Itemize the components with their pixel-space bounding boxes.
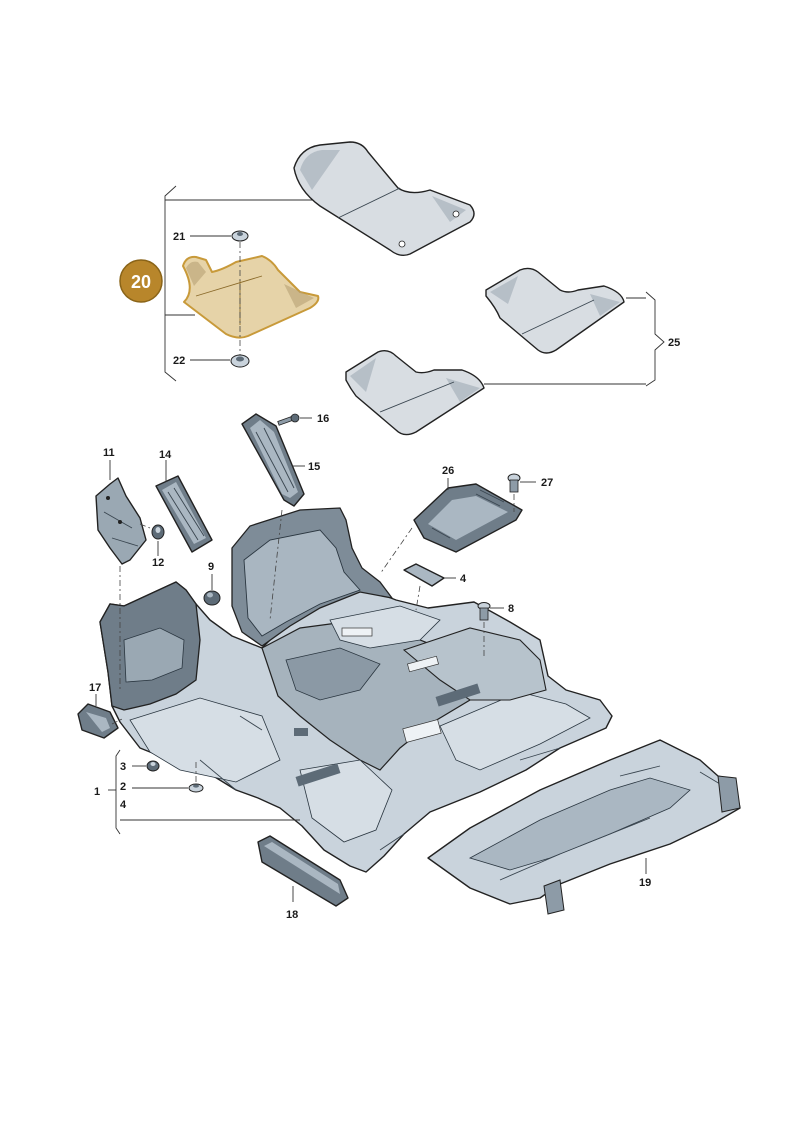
- push-clip-8[interactable]: [477, 602, 491, 621]
- accelerator-pad[interactable]: [241, 413, 305, 507]
- rear-mat-bracket: [645, 291, 665, 387]
- callout-12: 12: [152, 557, 164, 569]
- callout-15: 15: [308, 461, 320, 473]
- rear-floor-underlay[interactable]: [427, 739, 741, 915]
- callout-27: 27: [541, 477, 553, 489]
- callout-8: 8: [508, 603, 514, 615]
- callout-9: 9: [208, 561, 214, 573]
- callout-25: 25: [668, 337, 680, 349]
- screw-16[interactable]: [277, 413, 300, 426]
- callout-4-lower: 4: [120, 799, 127, 811]
- callout-11: 11: [103, 447, 115, 459]
- callout-4-upper: 4: [460, 573, 467, 585]
- plug-2[interactable]: [188, 783, 204, 793]
- sill-trim-18[interactable]: [257, 835, 349, 907]
- part-number-badge[interactable]: 20: [119, 259, 163, 303]
- mat-group-bracket: [164, 185, 177, 382]
- clip-bracket-17[interactable]: [77, 703, 119, 739]
- cover-panel-26[interactable]: [413, 483, 523, 553]
- callout-21: 21: [173, 231, 185, 243]
- side-trim-panel[interactable]: [95, 477, 147, 565]
- front-floor-mat[interactable]: [293, 141, 475, 257]
- clip-27[interactable]: [507, 473, 521, 493]
- callout-1: 1: [94, 786, 100, 798]
- callout-18: 18: [286, 909, 298, 921]
- rear-floor-mat-right[interactable]: [485, 267, 625, 354]
- pad-4[interactable]: [403, 563, 445, 587]
- callout-22: 22: [173, 355, 185, 367]
- callout-16: 16: [317, 413, 329, 425]
- grommet-9[interactable]: [203, 590, 221, 606]
- callout-17: 17: [89, 682, 101, 694]
- rear-floor-mat-left[interactable]: [345, 349, 485, 436]
- callout-19: 19: [639, 877, 651, 889]
- nut-clip-12[interactable]: [151, 524, 165, 540]
- nut-3[interactable]: [146, 760, 160, 772]
- highlighted-floor-mat[interactable]: [182, 255, 320, 339]
- group-bracket-1: [115, 749, 121, 835]
- callout-14: 14: [159, 449, 172, 461]
- callout-26: 26: [442, 465, 454, 477]
- callout-2: 2: [120, 781, 126, 793]
- mat-clip-bottom[interactable]: [230, 354, 250, 368]
- badge-number: 20: [131, 272, 151, 292]
- footrest-pad[interactable]: [155, 475, 213, 553]
- mat-clip-top[interactable]: [231, 230, 249, 242]
- callout-3: 3: [120, 761, 126, 773]
